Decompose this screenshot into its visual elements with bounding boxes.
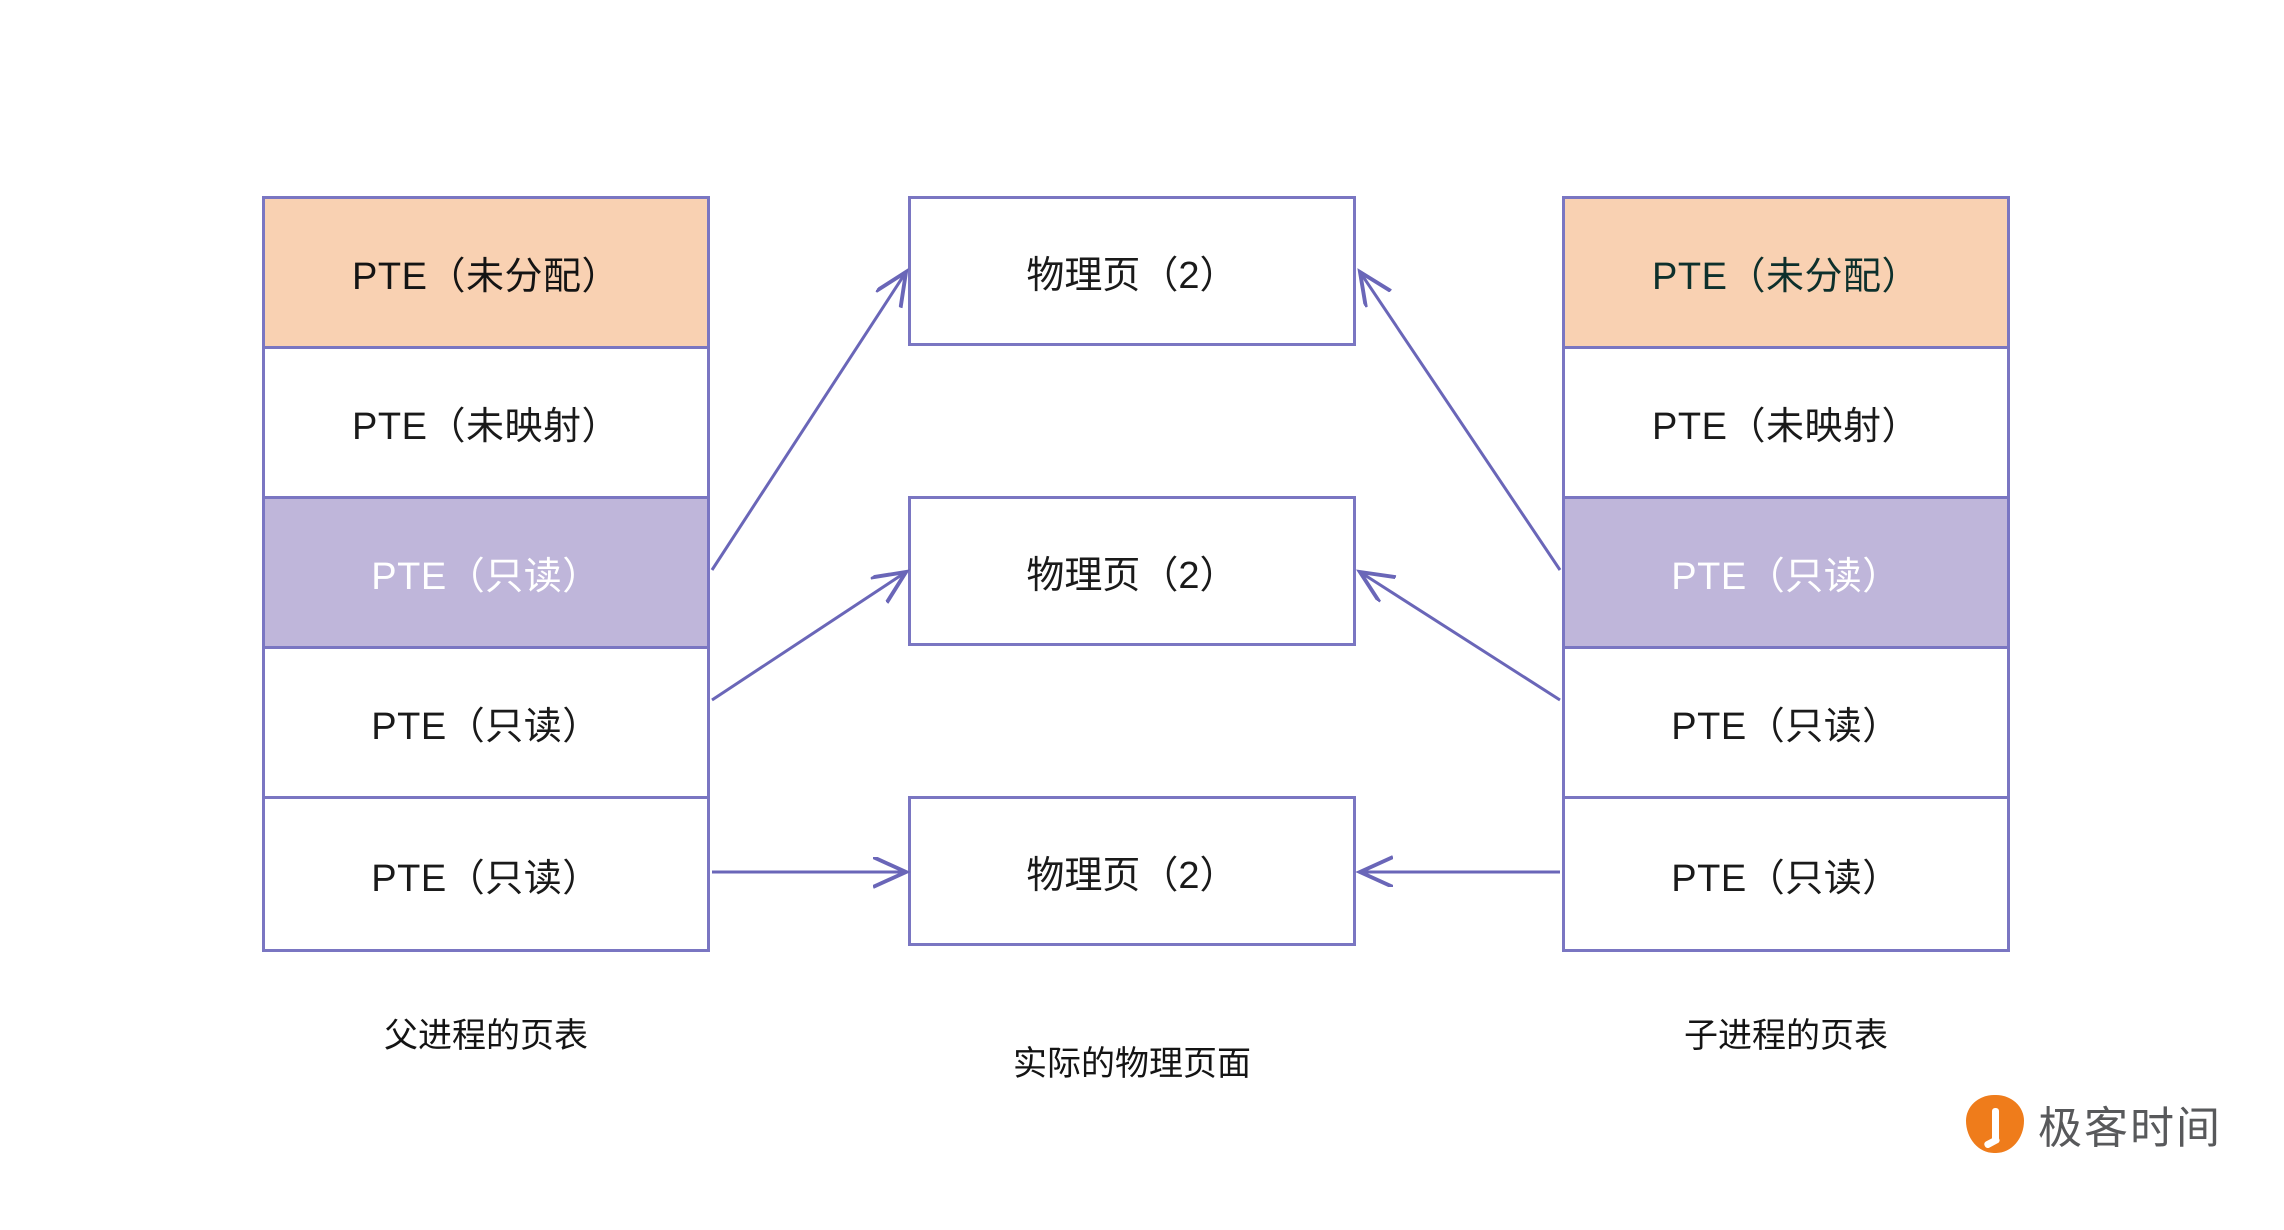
pte-label: PTE（只读） <box>1671 706 1901 748</box>
physical-page-box-2: 物理页（2） <box>908 496 1356 646</box>
physical-page-label: 物理页（2） <box>1026 854 1238 897</box>
parent-pte-row-2: PTE（未映射） <box>265 349 707 499</box>
pte-label: PTE（只读） <box>371 556 601 598</box>
child-pte-row-4: PTE（只读） <box>1565 649 2007 799</box>
child-table-caption: 子进程的页表 <box>1684 1017 1888 1055</box>
parent-page-table: PTE（未分配） PTE（未映射） PTE（只读） PTE（只读） PTE（只读… <box>262 196 710 952</box>
arrow-parent-row4-to-page2 <box>711 572 906 702</box>
child-page-table: PTE（未分配） PTE（未映射） PTE（只读） PTE（只读） PTE（只读… <box>1562 196 2010 952</box>
pte-label: PTE（只读） <box>1671 556 1901 598</box>
child-pte-row-1: PTE（未分配） <box>1565 199 2007 349</box>
pte-label: PTE（只读） <box>1671 857 1901 900</box>
physical-page-box-1: 物理页（2） <box>908 196 1356 346</box>
arrow-child-row3-to-page1 <box>1360 272 1562 571</box>
geekbang-drop-icon <box>1966 1095 2024 1153</box>
physical-page-box-3: 物理页（2） <box>908 796 1356 946</box>
pte-label: PTE（未映射） <box>1652 406 1920 448</box>
pte-label: PTE（未映射） <box>352 406 620 448</box>
parent-pte-row-4: PTE（只读） <box>265 649 707 799</box>
pte-label: PTE（未分配） <box>352 256 620 298</box>
pte-label: PTE（未分配） <box>1652 256 1920 298</box>
parent-pte-row-3: PTE（只读） <box>265 499 707 649</box>
parent-pte-row-1: PTE（未分配） <box>265 199 707 349</box>
parent-table-caption: 父进程的页表 <box>384 1017 588 1055</box>
physical-pages-caption: 实际的物理页面 <box>1013 1045 1251 1083</box>
geekbang-wordmark: 极客时间 <box>2038 1104 2222 1153</box>
pte-label: PTE（只读） <box>371 706 601 748</box>
pte-label: PTE（只读） <box>371 857 601 900</box>
physical-page-label: 物理页（2） <box>1026 254 1238 297</box>
child-pte-row-5: PTE（只读） <box>1565 799 2007 949</box>
geekbang-watermark: 极客时间 <box>1966 1092 2222 1156</box>
child-pte-row-3: PTE（只读） <box>1565 499 2007 649</box>
arrow-child-row4-to-page2 <box>1360 572 1561 702</box>
arrow-parent-row3-to-page1 <box>710 272 906 571</box>
child-pte-row-2: PTE（未映射） <box>1565 349 2007 499</box>
parent-pte-row-5: PTE（只读） <box>265 799 707 949</box>
physical-page-label: 物理页（2） <box>1026 554 1238 597</box>
